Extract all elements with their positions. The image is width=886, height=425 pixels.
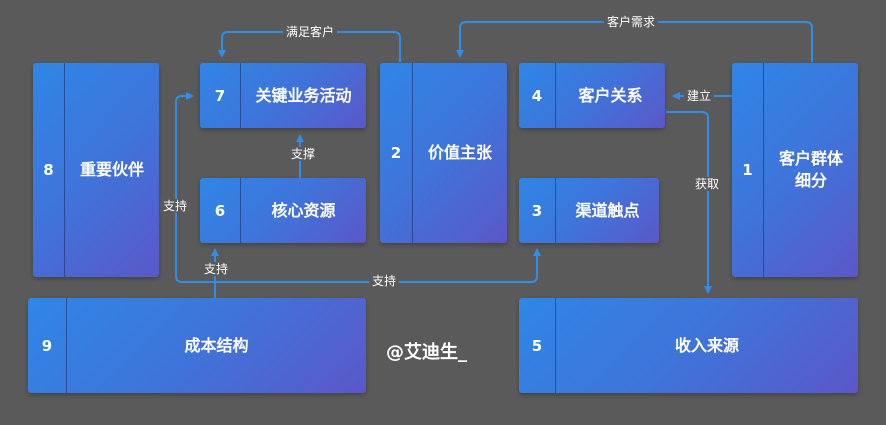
edge-label-support-6-7: 支撑 — [288, 147, 319, 161]
block-key-activities: 7 关键业务活动 — [200, 63, 366, 128]
block-number: 1 — [732, 63, 764, 277]
block-label: 核心资源 — [271, 200, 336, 220]
edge-label-satisfy-customer: 满足客户 — [283, 25, 338, 39]
edge-label-support-8-7: 支持 — [160, 199, 191, 213]
block-label: 关键业务活动 — [255, 85, 352, 105]
edge-label-establish: 建立 — [684, 89, 715, 103]
block-label: 价值主张 — [427, 143, 492, 163]
block-key-resources: 6 核心资源 — [200, 178, 366, 243]
edge-label-customer-demand: 客户需求 — [604, 15, 659, 29]
block-key-partners: 8 重要伙伴 — [33, 63, 159, 277]
edge-label-acquire: 获取 — [692, 177, 723, 191]
arrow-support-9-3 — [175, 248, 541, 283]
block-customer-segments: 1 客户群体 细分 — [732, 63, 858, 277]
block-label: 客户关系 — [578, 85, 643, 105]
block-label: 渠道触点 — [575, 200, 640, 220]
block-number: 6 — [200, 178, 241, 243]
arrow-support-8-7 — [175, 92, 194, 276]
block-number: 4 — [519, 63, 556, 128]
block-label: 重要伙伴 — [79, 160, 144, 180]
block-label: 成本结构 — [184, 335, 249, 355]
author-watermark: @艾迪生_ — [386, 342, 467, 363]
block-label: 客户群体 细分 — [778, 149, 843, 190]
block-number: 5 — [519, 298, 556, 393]
block-number: 7 — [200, 63, 241, 128]
edge-label-support-9-3: 支持 — [369, 274, 400, 288]
edge-label-support-9-6: 支持 — [201, 262, 232, 276]
block-cost-structure: 9 成本结构 — [28, 298, 366, 393]
block-revenue-streams: 5 收入来源 — [519, 298, 858, 393]
block-value-proposition: 2 价值主张 — [380, 63, 507, 243]
block-number: 2 — [380, 63, 413, 243]
block-channels: 3 渠道触点 — [519, 178, 659, 243]
block-number: 8 — [33, 63, 65, 277]
arrow-acquire — [666, 111, 712, 294]
block-number: 9 — [28, 298, 67, 393]
block-label: 收入来源 — [674, 335, 739, 355]
block-customer-relationships: 4 客户关系 — [519, 63, 665, 128]
block-number: 3 — [519, 178, 556, 243]
